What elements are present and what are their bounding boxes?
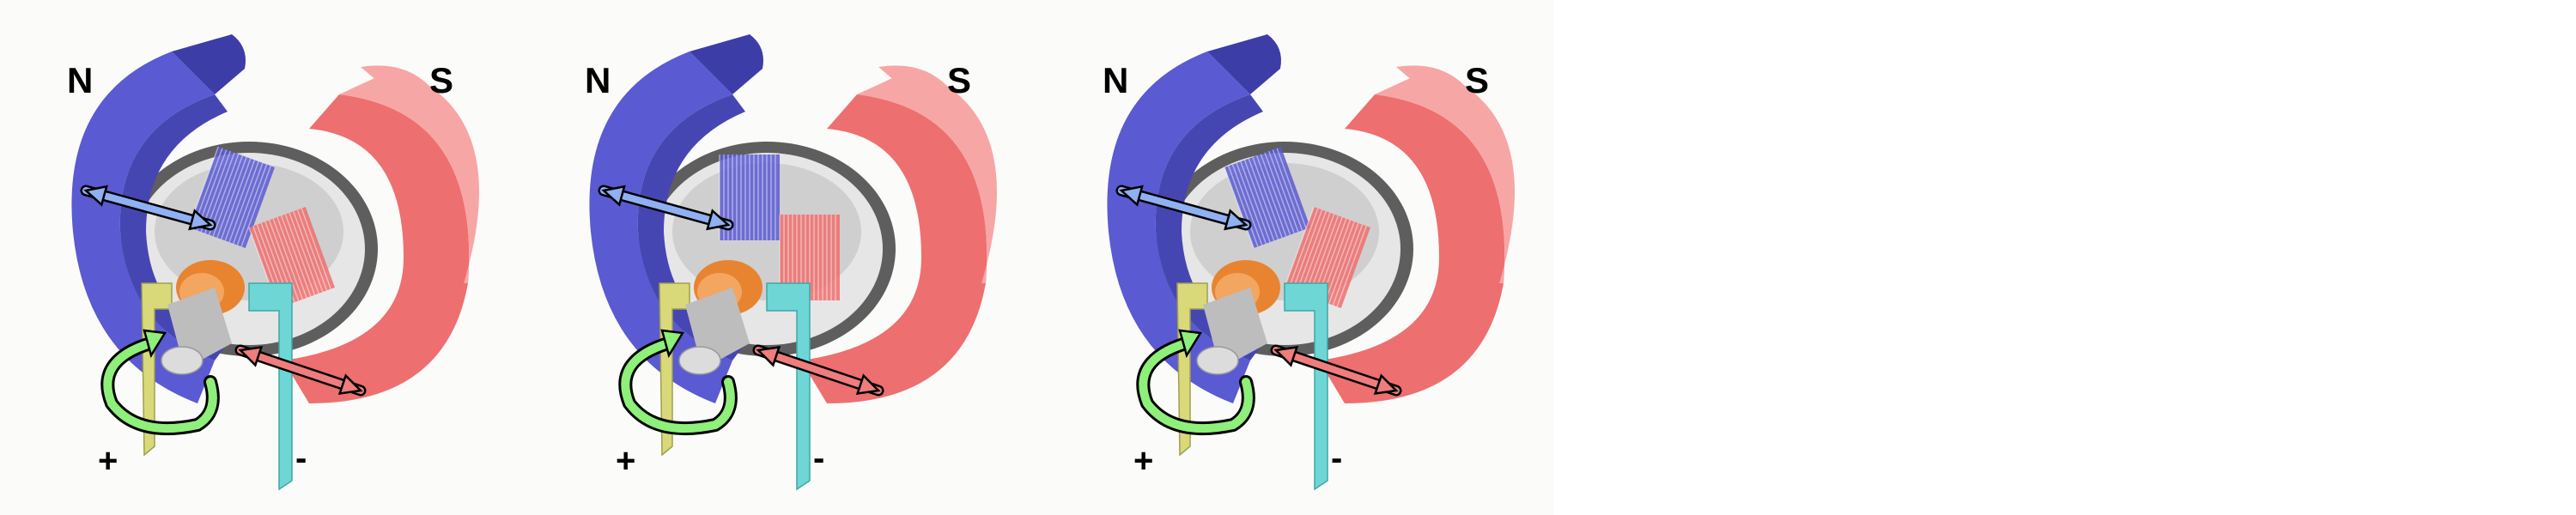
south-pole-label: S	[947, 60, 972, 100]
motor-illustration-3	[1107, 34, 1515, 491]
plus-brush	[659, 282, 690, 457]
south-pole-label: S	[1465, 60, 1490, 100]
double-arrow-icon	[234, 344, 367, 397]
motor-frame-2: N S + -	[518, 0, 1036, 515]
motor-illustration-2	[589, 34, 997, 491]
minus-terminal-label: -	[1331, 439, 1343, 477]
curved-arrow-icon	[618, 329, 738, 436]
minus-terminal-label: -	[813, 439, 825, 477]
motor-frame-1: N S + -	[0, 0, 518, 515]
minus-brush	[248, 282, 293, 491]
shaft	[678, 288, 750, 375]
plus-brush	[1176, 282, 1208, 457]
double-arrow-icon	[598, 185, 734, 231]
minus-brush	[766, 282, 811, 491]
minus-brush	[1284, 282, 1328, 491]
double-arrow-icon	[80, 185, 216, 231]
north-pole-label: N	[1103, 60, 1129, 100]
south-magnet	[801, 65, 997, 403]
shaft	[1196, 288, 1267, 375]
motor-illustration-1	[71, 34, 479, 491]
double-arrow-icon	[752, 344, 884, 397]
blank-area	[1554, 0, 2576, 515]
curved-arrow-icon	[100, 329, 220, 436]
diagram-panel: N S + -	[0, 0, 1553, 515]
plus-terminal-label: +	[1133, 442, 1154, 480]
shaft	[161, 288, 232, 375]
curved-arrow-icon	[1136, 329, 1255, 436]
plus-terminal-label: +	[98, 442, 118, 480]
plus-terminal-label: +	[616, 442, 636, 480]
double-arrow-icon	[1115, 185, 1252, 231]
south-magnet	[1319, 65, 1515, 403]
north-pole-label: N	[585, 60, 611, 100]
double-arrow-icon	[1270, 344, 1402, 397]
plus-brush	[141, 282, 173, 457]
north-pole-label: N	[67, 60, 94, 100]
motor-frame-3: N S + -	[1036, 0, 1553, 515]
south-pole-label: S	[429, 60, 454, 100]
south-magnet	[283, 65, 479, 403]
minus-terminal-label: -	[295, 439, 307, 477]
